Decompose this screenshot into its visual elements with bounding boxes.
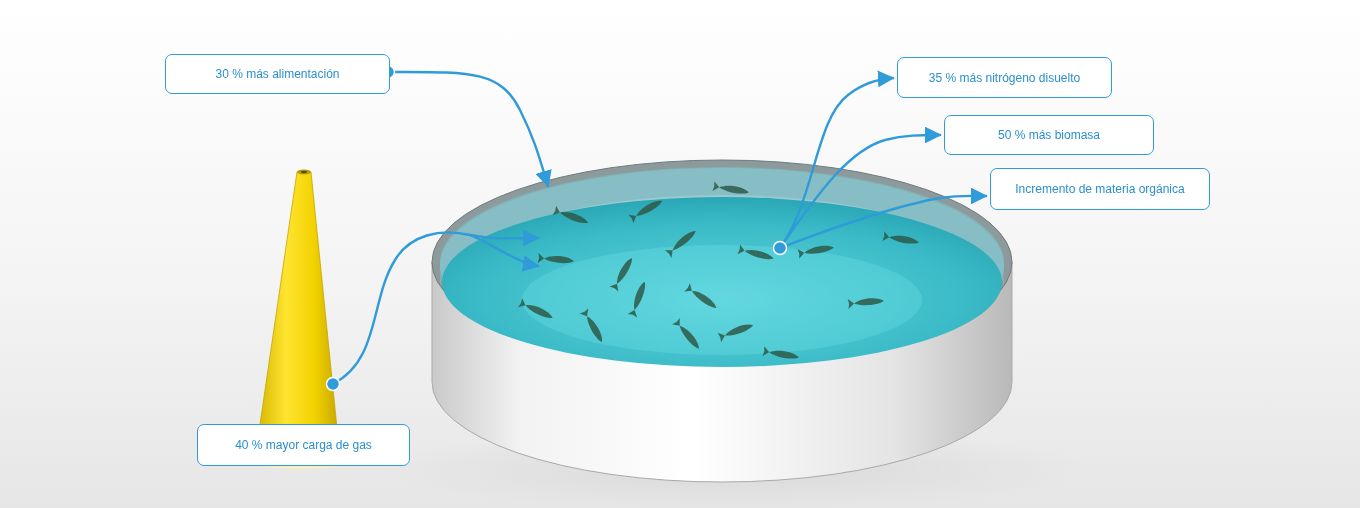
callout-box: 30 % más alimentación [165, 54, 390, 94]
fish [762, 346, 799, 362]
callout-text: 40 % mayor carga de gas [235, 438, 372, 452]
callout-text: Incremento de materia orgánica [1015, 182, 1184, 196]
callout-text: 35 % más nitrógeno disuelto [929, 71, 1080, 85]
fish [610, 255, 637, 291]
fish [848, 296, 885, 309]
fish [882, 231, 919, 247]
callout-box: 40 % mayor carga de gas [197, 424, 410, 466]
fish [518, 298, 555, 322]
fish [553, 206, 590, 228]
fish [628, 280, 650, 317]
callout-box: Incremento de materia orgánica [990, 168, 1210, 210]
fish [672, 318, 703, 352]
fish [684, 283, 719, 312]
callout-text: 50 % más biomasa [998, 128, 1100, 142]
fish [712, 181, 749, 197]
fish [718, 321, 755, 343]
fish [797, 243, 834, 259]
fish [538, 253, 575, 266]
fish [665, 227, 699, 258]
fish [737, 244, 774, 263]
callout-box: 50 % más biomasa [944, 115, 1154, 155]
fish [628, 197, 664, 224]
callout-text: 30 % más alimentación [215, 67, 339, 81]
callout-box: 35 % más nitrógeno disuelto [897, 57, 1112, 98]
fish [580, 308, 607, 344]
